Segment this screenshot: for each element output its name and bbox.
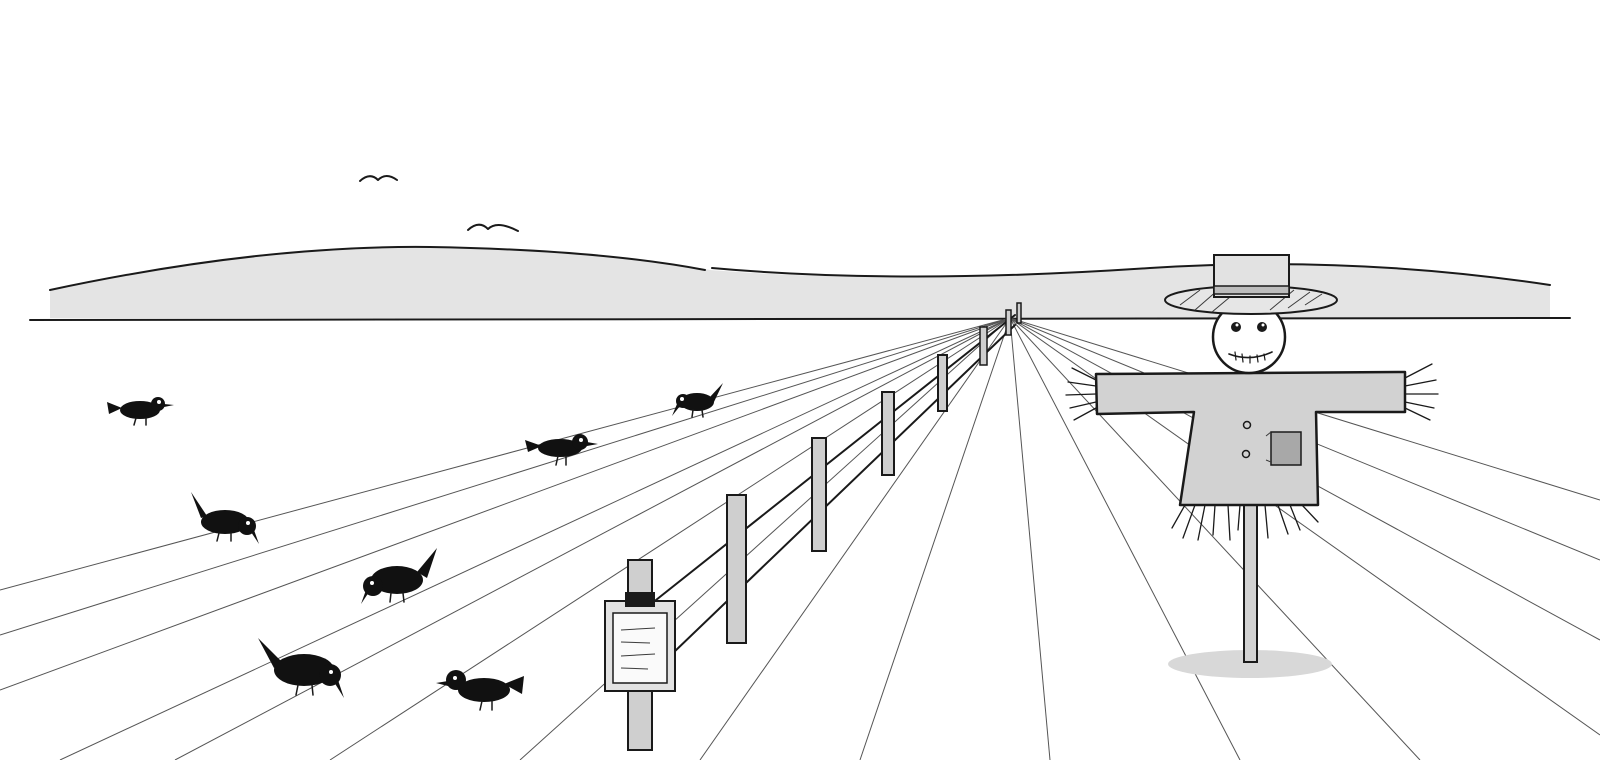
fence-post — [726, 494, 747, 644]
fence-post — [881, 391, 895, 476]
flying-bird — [467, 223, 519, 232]
sign-scribble — [620, 627, 656, 631]
furrow-line — [519, 317, 1011, 760]
scarecrow-pole — [1243, 499, 1258, 663]
crow — [258, 638, 344, 698]
scarecrow-straw-hand-right — [1404, 363, 1439, 421]
crow — [361, 548, 437, 604]
furrow-line — [0, 317, 1011, 691]
sign-scribble — [620, 667, 649, 670]
scarecrow-shirt — [1094, 370, 1407, 507]
crow — [672, 383, 723, 418]
flying-bird — [359, 175, 398, 182]
horizon-line — [29, 317, 1571, 321]
sign-post — [604, 559, 676, 751]
scarecrow-straw-hand-left — [1065, 367, 1097, 421]
crow — [436, 670, 524, 711]
fence-post — [979, 326, 988, 366]
fence-posts — [726, 302, 1022, 644]
furrow-line — [1009, 317, 1241, 760]
scarecrow-eye — [1257, 322, 1267, 332]
furrow-line — [0, 317, 1011, 636]
furrow-line — [859, 317, 1011, 760]
sign-scribble — [620, 653, 656, 657]
scarecrow-button — [1241, 449, 1251, 459]
fence-post — [811, 437, 827, 552]
furrow-line — [699, 317, 1011, 760]
furrow-line — [59, 317, 1011, 760]
crow — [525, 434, 598, 466]
fence-rails — [655, 314, 1016, 654]
sign-scribble — [620, 641, 651, 644]
scarecrow — [1065, 254, 1439, 678]
scarecrow-shadow — [1168, 650, 1332, 678]
field-furrows — [0, 317, 1600, 760]
scarecrow-patch — [1270, 431, 1302, 466]
furrow-line — [1009, 317, 1051, 760]
scarecrow-hat-band — [1213, 285, 1290, 295]
furrow-line — [1009, 317, 1421, 760]
crow — [191, 492, 259, 544]
furrow-line — [0, 317, 1011, 591]
scarecrow-eye — [1231, 322, 1241, 332]
scarecrow-straw — [1171, 504, 1319, 541]
crow — [107, 397, 174, 426]
sign-strap — [625, 592, 655, 607]
fence-post — [937, 354, 948, 412]
furrow-line — [174, 317, 1011, 760]
scarecrow-button — [1242, 420, 1252, 430]
fence-post — [1016, 302, 1022, 324]
furrow-line — [329, 317, 1011, 760]
fence-post — [1005, 309, 1012, 336]
